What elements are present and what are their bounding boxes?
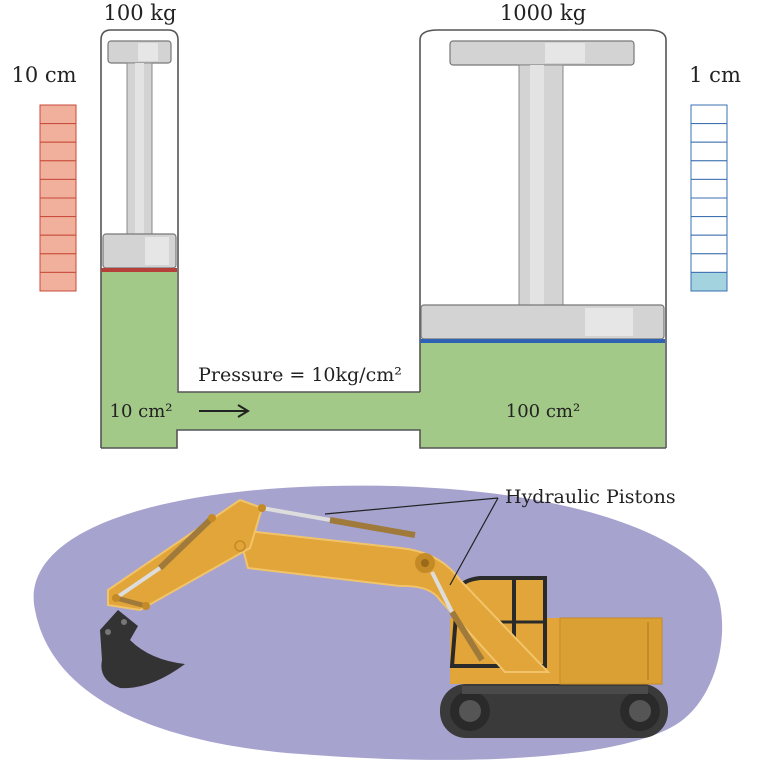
large-displacement-label: 1 cm (689, 63, 741, 87)
hydraulic-fluid (101, 271, 665, 448)
small-area-label: 10 cm² (110, 401, 173, 422)
small-gauge-segment (39, 197, 77, 218)
large-piston (420, 40, 665, 343)
large-area-label: 100 cm² (506, 401, 580, 422)
large-piston-seal (420, 339, 665, 343)
excavator-scene: Hydraulic Pistons (33, 485, 723, 760)
excavator-icon (100, 498, 668, 738)
large-mass-label: 1000 kg (500, 1, 586, 25)
small-displacement-gauge (39, 104, 77, 292)
small-gauge-segment (39, 178, 77, 199)
small-mass-label: 100 kg (104, 1, 177, 25)
large-gauge-segment (690, 234, 728, 255)
hydraulic-piston-arm (114, 514, 216, 600)
small-cylinder-outline (100, 29, 420, 448)
large-displacement-gauge (690, 104, 728, 292)
small-gauge-segment (39, 271, 77, 292)
small-piston-seal (101, 268, 177, 272)
large-gauge-segment (690, 104, 728, 125)
large-cylinder-outline (419, 29, 667, 448)
callout-leader-lines (324, 497, 499, 586)
small-gauge-segment (39, 160, 77, 180)
large-gauge-segment (690, 271, 728, 292)
excavator-boom (236, 528, 551, 673)
excavator-tracks (440, 684, 668, 738)
large-gauge-segment (690, 216, 728, 236)
large-gauge-segment (690, 197, 728, 218)
large-gauge-segment (690, 160, 728, 180)
small-displacement-label: 10 cm (11, 63, 76, 87)
large-gauge-segment (690, 178, 728, 199)
small-gauge-segment (39, 234, 77, 255)
small-gauge-segment (39, 253, 77, 273)
small-gauge-segment (39, 141, 77, 162)
large-gauge-segment (690, 141, 728, 162)
small-piston (101, 40, 177, 272)
large-gauge-segment (690, 253, 728, 273)
excavator-bucket (100, 610, 185, 689)
hydraulic-pistons-label: Hydraulic Pistons (505, 486, 676, 508)
small-gauge-segment (39, 216, 77, 236)
small-gauge-segment (39, 123, 77, 143)
large-gauge-segment (690, 123, 728, 143)
hydraulic-piston-lift (430, 571, 485, 662)
pressure-label: Pressure = 10kg/cm² (198, 364, 402, 386)
small-gauge-segment (39, 104, 77, 125)
connecting-pipe-bottom (101, 429, 666, 449)
hydraulic-piston-boom (258, 504, 416, 538)
arrow-right-icon (199, 404, 250, 418)
hydraulic-press (100, 29, 667, 449)
